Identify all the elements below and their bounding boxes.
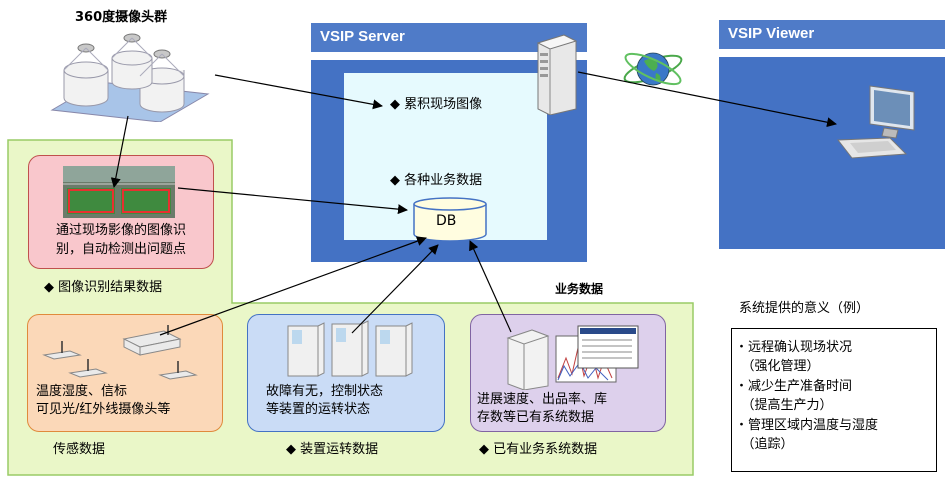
- meaning-item-5: ・管理区域内温度与湿度: [735, 418, 879, 433]
- equipment-caption: ◆ 装置运转数据: [286, 442, 379, 457]
- factory-image: [63, 166, 175, 218]
- meaning-title: 系统提供的意义（例）: [739, 301, 870, 316]
- db-label: DB: [436, 213, 457, 229]
- equipment-box-line1: 故障有无，控制状态: [266, 384, 384, 399]
- existing-system-box-line2: 存数等已有系统数据: [477, 410, 595, 425]
- existing-system-caption: ◆ 已有业务系统数据: [479, 442, 598, 457]
- image-recognition-line2: 别，自动检测出问题点: [55, 242, 186, 257]
- meaning-item-3: ・减少生产准备时间: [735, 379, 853, 394]
- equipment-box-line2: 等装置的运转状态: [266, 402, 371, 417]
- cabinet-icon: [287, 320, 413, 377]
- vsip-viewer-title: VSIP Viewer: [728, 25, 815, 42]
- server-icon: [536, 34, 578, 115]
- globe-icon: [623, 52, 683, 86]
- sensor-box-line1: 温度湿度、信标: [36, 384, 128, 399]
- meaning-item-1: ・远程确认现场状况: [735, 340, 853, 355]
- db-cylinder-icon: [413, 197, 487, 242]
- sensor-box-line2: 可见光/红外线摄像头等: [36, 402, 171, 417]
- server-item-accumulate-images: ◆ 累积现场图像: [390, 97, 483, 112]
- vsip-server-title: VSIP Server: [320, 28, 405, 45]
- chart-icon: [506, 325, 639, 390]
- meaning-item-4: （提高生产力）: [735, 398, 833, 413]
- vsip-viewer-title-bar: [719, 20, 945, 49]
- sensor-icon: [42, 325, 198, 380]
- meaning-box: [731, 328, 937, 472]
- existing-system-box-line1: 进展速度、出品率、库: [477, 392, 608, 407]
- camera-group-title: 360度摄像头群: [75, 10, 168, 25]
- meaning-item-2: （强化管理）: [735, 359, 820, 374]
- server-item-business-data: ◆ 各种业务数据: [390, 173, 483, 188]
- computer-icon: [837, 85, 915, 159]
- image-recognition-line1: 通过现场影像的图像识: [55, 223, 186, 238]
- business-data-label: 业务数据: [555, 282, 604, 296]
- sensor-caption: 传感数据: [53, 442, 106, 457]
- meaning-item-6: （追踪）: [735, 437, 794, 452]
- camera-icon: [50, 33, 210, 122]
- image-recognition-caption: ◆ 图像识别结果数据: [44, 280, 163, 295]
